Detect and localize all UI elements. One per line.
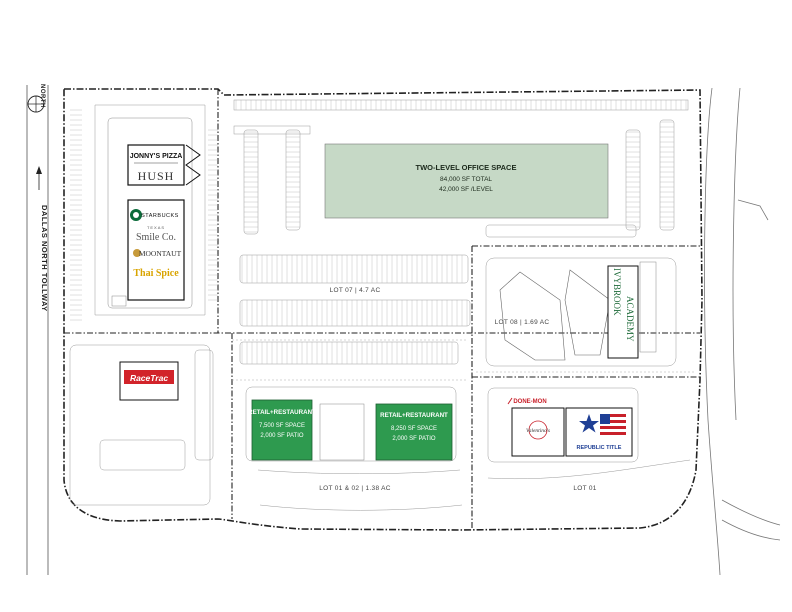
tenant-done-mon: DONE-MON: [513, 399, 546, 405]
parking-stalls: [70, 100, 687, 364]
strip-retail: JONNY'S PIZZA HUSH STARBUCKS TEXAS Smile…: [94, 104, 206, 316]
tenant-valentinos: Valentino's: [526, 428, 550, 434]
dallas-north-tollway: NORTH DALLAS NORTH TOLLWAY: [26, 84, 49, 575]
office-title: TWO-LEVEL OFFICE SPACE: [416, 163, 517, 172]
tenant-thai-spice: Thai Spice: [133, 268, 179, 279]
lot01-buildings: DONE-MON Valentino's REPUBLIC TITLE LOT …: [487, 387, 691, 492]
moontaut-logo-icon: [133, 249, 141, 257]
arrow-up-icon: [36, 166, 42, 174]
retail-buildings: RETAIL+RESTAURANT 7,500 SF SPACE 2,000 S…: [245, 386, 463, 511]
tenant-smile-top: TEXAS: [147, 225, 165, 230]
retail-a-space: 7,500 SF SPACE: [259, 423, 305, 429]
office-total: 84,000 SF TOTAL: [440, 176, 492, 183]
drive-lanes: [232, 339, 694, 381]
lot-lines: [64, 89, 700, 530]
site-boundary: [63, 88, 703, 531]
racetrac-station: RaceTrac: [69, 344, 214, 506]
office-building: TWO-LEVEL OFFICE SPACE 84,000 SF TOTAL 4…: [324, 143, 609, 219]
flag-icon: [600, 414, 626, 438]
retail-b-space: 8,250 SF SPACE: [391, 426, 437, 432]
lot07-label: LOT 07 | 4.7 AC: [330, 287, 381, 294]
lot08-label: LOT 08 | 1.69 AC: [495, 319, 550, 326]
tenant-starbucks: STARBUCKS: [141, 213, 179, 219]
road-name-label: DALLAS NORTH TOLLWAY: [40, 205, 49, 312]
tenant-hush: HUSH: [138, 169, 175, 183]
retail-a-patio: 2,000 SF PATIO: [260, 433, 303, 439]
tenant-republic-title: REPUBLIC TITLE: [577, 445, 622, 451]
office-per-level: 42,000 SF /LEVEL: [439, 186, 493, 193]
star-icon: [579, 414, 599, 433]
tenant-ivybrook: IVYBROOK: [612, 268, 622, 316]
retail-a-title: RETAIL+RESTAURANT: [248, 409, 316, 416]
retail-b-patio: 2,000 SF PATIO: [392, 436, 435, 442]
retail-b-title: RETAIL+RESTAURANT: [380, 412, 448, 419]
tenant-racetrac: RaceTrac: [130, 373, 168, 383]
lot0102-label: LOT 01 & 02 | 1.38 AC: [319, 485, 390, 492]
tenant-academy: ACADEMY: [625, 296, 635, 342]
right-roads: [704, 87, 781, 576]
valentinos-logo-icon: [528, 420, 548, 440]
lot01-label: LOT 01: [573, 485, 596, 492]
tenant-smile-co: Smile Co.: [136, 232, 176, 243]
tenant-jonnys-pizza: JONNY'S PIZZA: [130, 153, 183, 160]
tenant-moontaut: MOONTAUT: [139, 249, 182, 258]
ivybrook-academy: IVYBROOK ACADEMY LOT 08 | 1.69 AC: [485, 257, 677, 367]
north-label: NORTH: [39, 84, 45, 108]
